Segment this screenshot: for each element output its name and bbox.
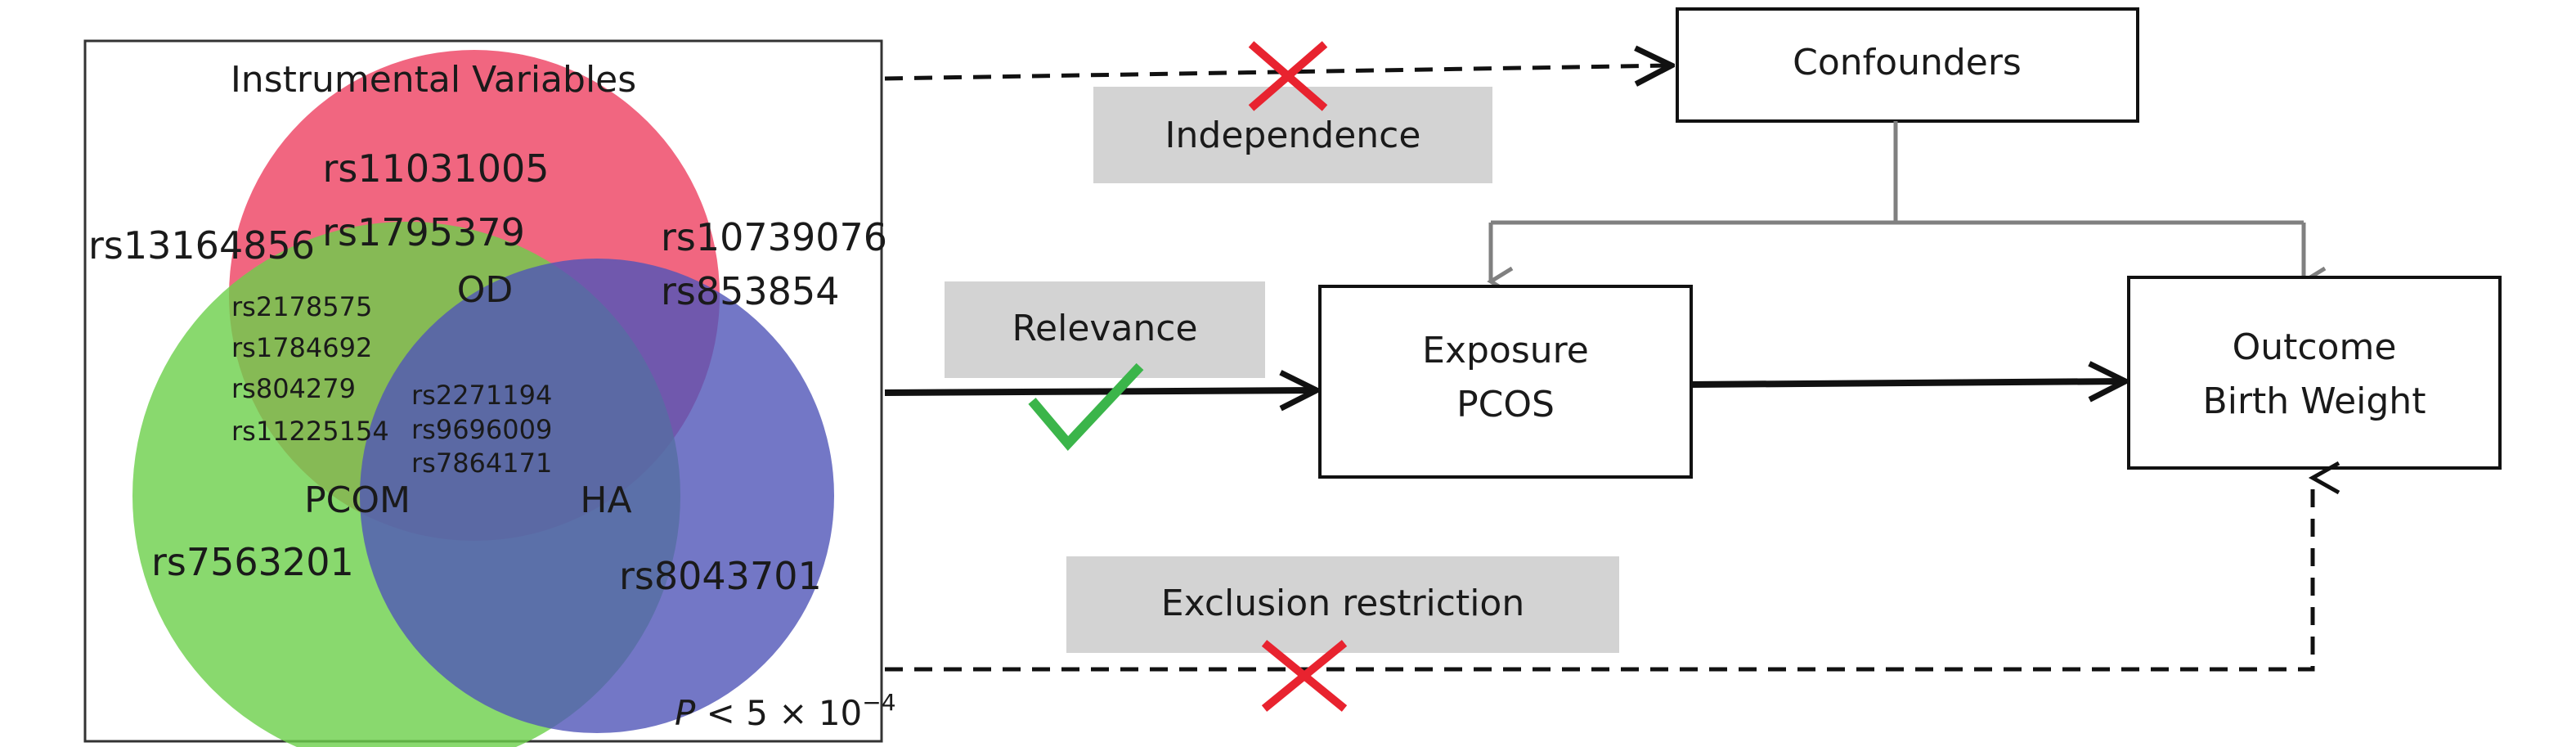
exposure-to-outcome-arrow — [1690, 381, 2125, 385]
check-icon — [1028, 362, 1144, 452]
threshold-exponent: −4 — [862, 689, 895, 716]
snp-label: rs7563201 — [151, 540, 354, 584]
cross-stroke — [1261, 640, 1348, 712]
outcome-name: Birth Weight — [2203, 380, 2426, 422]
snp-label: rs8043701 — [619, 554, 822, 598]
snp-label: rs13164856 — [88, 223, 315, 268]
exclusion-label: Exclusion restriction — [1161, 583, 1524, 624]
snp-label: rs9696009 — [411, 414, 552, 445]
set-label-pcom: PCOM — [304, 479, 411, 521]
snp-label: rs853854 — [661, 269, 839, 313]
exclusion-arrow — [885, 461, 2340, 672]
relevance-tag — [945, 281, 1265, 378]
p-symbol: P — [675, 693, 696, 733]
snp-label: rs7864171 — [411, 448, 552, 479]
snp-label: rs1795379 — [322, 210, 525, 254]
set-label-od: OD — [457, 269, 514, 311]
snp-label: rs11225154 — [231, 416, 389, 447]
cross-stroke — [1248, 41, 1328, 111]
venn-circle-ha — [360, 259, 834, 733]
p-value-threshold: P < 5 × 10−4 — [675, 689, 896, 733]
exclusion-tag — [1066, 556, 1619, 653]
venn-panel: Instrumental Variables rs11031005 rs1795… — [83, 39, 896, 747]
cross-icon — [1261, 640, 1348, 712]
confounders-node — [1676, 7, 2139, 123]
cross-icon — [1248, 41, 1328, 111]
threshold-text: < 5 × 10 — [695, 693, 862, 733]
relevance-arrow — [884, 390, 1317, 393]
exposure-label: Exposure — [1422, 330, 1589, 371]
relevance-label: Relevance — [1012, 308, 1197, 349]
snp-label: rs2271194 — [411, 380, 552, 411]
snp-label: rs804279 — [231, 373, 356, 404]
snp-label: rs10739076 — [661, 215, 887, 259]
confounders-label: Confounders — [1793, 42, 2022, 83]
independence-tag — [1093, 87, 1492, 183]
snp-label: rs1784692 — [231, 332, 372, 363]
venn-title: Instrumental Variables — [231, 59, 636, 101]
outcome-label: Outcome — [2233, 326, 2397, 368]
outcome-node — [2127, 276, 2502, 470]
snp-label: rs11031005 — [322, 146, 549, 191]
exposure-node — [1318, 285, 1693, 479]
confounder-paths — [1487, 121, 2327, 297]
set-label-ha: HA — [580, 479, 631, 521]
exposure-name: PCOS — [1456, 384, 1555, 425]
independence-label: Independence — [1165, 115, 1421, 156]
snp-label: rs2178575 — [231, 291, 372, 322]
